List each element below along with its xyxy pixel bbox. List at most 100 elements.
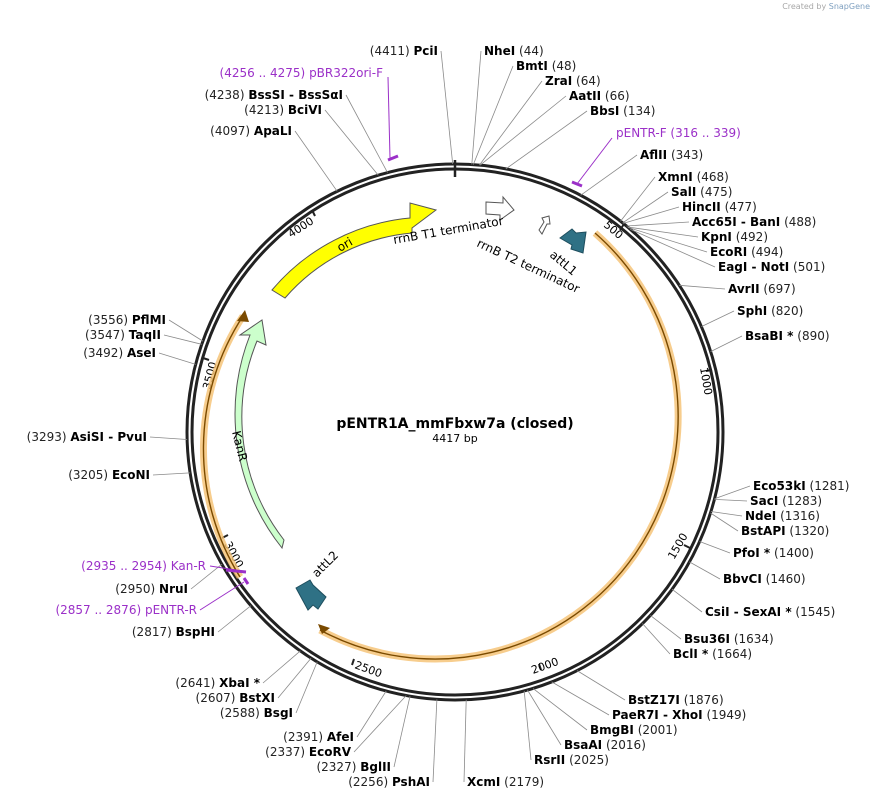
primer-site-mark — [242, 577, 250, 585]
tick-mark-3500 — [202, 357, 210, 361]
enzyme-position: (2016) — [606, 738, 646, 752]
enzyme-position: (1316) — [780, 509, 820, 523]
enzyme-name: BbvCI — [723, 572, 762, 586]
tick-mark-1000 — [705, 369, 713, 372]
enzyme-position: (3556) — [88, 313, 128, 327]
enzyme-label: AatII (66) — [569, 89, 630, 103]
enzyme-name: SphI — [737, 304, 767, 318]
primer-site-mark — [225, 568, 247, 574]
enzyme-label: (3547) TaqII — [85, 328, 161, 342]
enzyme-label: Acc65I - BanI (488) — [692, 215, 816, 229]
enzyme-position: (2327) — [316, 760, 356, 774]
enzyme-position: (1320) — [789, 524, 829, 538]
primer-range: (4256 .. 4275) — [220, 66, 306, 80]
enzyme-name: TaqII — [129, 328, 161, 342]
enzyme-label: XcmI (2179) — [467, 775, 544, 789]
enzyme-name: AfeI — [327, 730, 354, 744]
enzyme-label: BmgBI (2001) — [590, 723, 678, 737]
enzyme-position: (4411) — [370, 44, 410, 58]
enzyme-position: (48) — [552, 59, 577, 73]
enzyme-line — [277, 657, 312, 699]
enzyme-label: SacI (1283) — [750, 494, 822, 508]
enzyme-leader-lines — [149, 50, 751, 783]
enzyme-label: (2950) NruI — [115, 582, 188, 596]
primer-name: pBR322ori-F — [309, 66, 383, 80]
enzyme-label: (2391) AfeI — [283, 730, 354, 744]
enzyme-line — [710, 512, 739, 532]
tick-label-1000: 1000 — [697, 366, 715, 396]
enzyme-position: (1664) — [712, 647, 752, 661]
enzyme-line — [620, 176, 656, 222]
enzyme-line — [152, 472, 191, 476]
enzyme-label: KpnI (492) — [701, 230, 768, 244]
enzyme-position: (2391) — [283, 730, 323, 744]
enzyme-name: BsgI — [264, 706, 293, 720]
enzyme-position: (343) — [671, 148, 703, 162]
enzyme-line — [295, 661, 318, 714]
enzyme-position: (2950) — [115, 582, 155, 596]
kanr-label: KanR — [229, 429, 250, 462]
enzyme-position: (492) — [736, 230, 768, 244]
enzyme-position: (66) — [605, 89, 630, 103]
plasmid-size: 4417 bp — [432, 432, 477, 445]
enzyme-name: XcmI — [467, 775, 500, 789]
enzyme-position: (1281) — [810, 479, 850, 493]
enzyme-name: Bsu36I — [684, 632, 730, 646]
enzyme-label: (2641) XbaI * — [175, 676, 260, 690]
enzyme-name: AseI — [127, 346, 156, 360]
enzyme-line — [353, 695, 407, 753]
enzyme-name: BstZ17I — [628, 693, 680, 707]
enzyme-label: EcoRI (494) — [710, 245, 783, 259]
enzyme-label: SalI (475) — [671, 185, 732, 199]
enzyme-position: (1949) — [706, 708, 746, 722]
insert-arc-right-core — [319, 232, 679, 660]
enzyme-label: AvrII (697) — [728, 282, 796, 296]
enzyme-position: (1400) — [774, 546, 814, 560]
enzyme-name: BstXI — [239, 691, 275, 705]
enzyme-line — [650, 615, 682, 640]
feature-kanr: KanR — [229, 319, 285, 550]
enzyme-name: BclI * — [673, 647, 709, 661]
primer-label: (2857 .. 2876) pENTR-R — [55, 603, 197, 617]
enzyme-line — [628, 227, 708, 253]
enzyme-label: BclI * (1664) — [673, 647, 752, 661]
enzyme-line — [627, 226, 699, 238]
primer-label: pENTR-F (316 .. 339) — [616, 126, 741, 140]
enzyme-line — [472, 65, 514, 165]
enzyme-line — [710, 335, 743, 352]
enzyme-name: KpnI — [701, 230, 732, 244]
enzyme-name: Eco53kI — [753, 479, 806, 493]
enzyme-name: SalI — [671, 185, 696, 199]
enzyme-label: BbvCI (1460) — [723, 572, 806, 586]
enzyme-line — [551, 681, 610, 716]
enzyme-line — [523, 690, 532, 761]
kanr-arrow — [234, 319, 285, 550]
primer-label: (2935 .. 2954) Kan-R — [81, 559, 206, 573]
enzyme-name: XmnI — [658, 170, 693, 184]
attl2-label: attL2 — [309, 548, 341, 580]
enzyme-line — [190, 563, 223, 590]
primer-range: (316 .. 339) — [670, 126, 740, 140]
enzyme-position: (2337) — [265, 745, 305, 759]
enzyme-position: (3205) — [68, 468, 108, 482]
enzyme-line — [699, 541, 731, 554]
enzyme-label: PaeR7I - XhoI (1949) — [612, 708, 746, 722]
enzyme-label: (3556) PflMI — [88, 313, 166, 327]
enzyme-name: NheI — [484, 44, 515, 58]
enzyme-name: BssSI - BssSαI — [248, 88, 343, 102]
enzyme-label: XmnI (468) — [658, 170, 729, 184]
enzyme-line — [356, 690, 387, 738]
enzyme-line — [714, 485, 751, 500]
enzyme-name: ApaLI — [254, 124, 292, 138]
enzyme-position: (4238) — [205, 88, 245, 102]
rrnb-t1-arrow — [485, 195, 515, 221]
enzyme-line — [432, 699, 438, 783]
enzyme-position: (4213) — [244, 103, 284, 117]
enzyme-position: (44) — [519, 44, 544, 58]
tick-mark-2000 — [538, 663, 542, 671]
enzyme-position: (2607) — [196, 691, 236, 705]
insert-arc-right — [318, 230, 682, 663]
enzyme-label: (4238) BssSI - BssSαI — [205, 88, 343, 102]
enzyme-position: (890) — [797, 329, 829, 343]
